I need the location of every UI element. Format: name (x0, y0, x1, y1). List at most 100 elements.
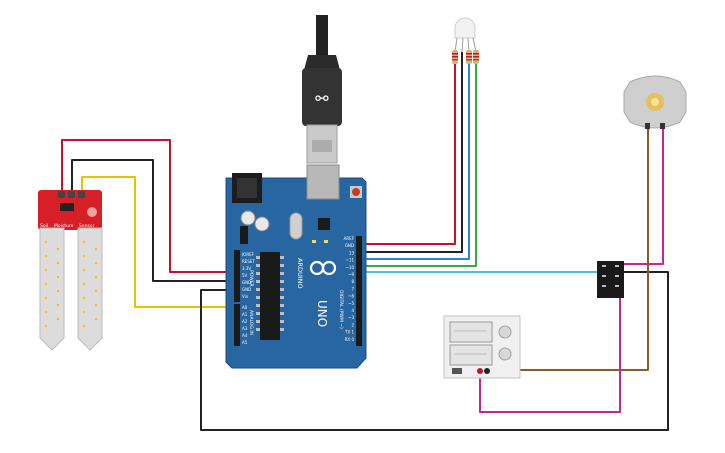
analog-pin-label: A3 (242, 326, 248, 331)
arduino-chip-pins (256, 256, 284, 331)
arduino-logo-icon (309, 260, 337, 276)
arduino-regulator (240, 226, 248, 244)
digital-pin-label: ~11 (346, 258, 355, 263)
power-pin-label: 3.3V (242, 266, 251, 271)
arduino-brand: ARDUINO (296, 258, 304, 289)
dc-motor[interactable] (623, 75, 687, 129)
rgb-led-dome (454, 17, 476, 39)
power-supply-terminal-pos[interactable] (477, 368, 483, 374)
dc-motor-terminal-1[interactable] (645, 123, 650, 129)
arduino-digital-header (356, 236, 362, 346)
dc-motor-shaft (651, 98, 659, 106)
arduino-small-chip (318, 218, 330, 230)
wires (61, 52, 669, 431)
power-pin-label: 5V (242, 273, 248, 278)
resistor-green[interactable] (466, 50, 472, 64)
arduino-power-labels: IOREF RESET 3.3V 5V GND GND Vin (242, 252, 255, 299)
wire-sensor-gnd[interactable] (71, 159, 236, 282)
power-supply-switch[interactable] (452, 368, 462, 374)
power-supply-knob-2[interactable] (498, 347, 512, 361)
usb-cable-strain (304, 55, 340, 70)
wire-led-blue[interactable] (362, 52, 470, 260)
rgb-led[interactable] (452, 17, 479, 64)
usb-plug-body (302, 68, 342, 126)
dc-motor-terminal-2[interactable] (660, 123, 665, 129)
sensor-pin-vcc[interactable] (58, 191, 65, 198)
wire-ground-loop[interactable] (200, 271, 669, 431)
digital-pin-label: ~10 (346, 265, 355, 270)
transistor-pins (602, 265, 619, 287)
usb-cable[interactable]: ⚯ (302, 15, 342, 164)
analog-pin-label: A4 (242, 333, 248, 338)
arduino-led-l (324, 240, 328, 243)
power-supply-display-1 (449, 321, 493, 343)
arduino-crystal (289, 212, 303, 240)
sensor-logo-icon (87, 207, 97, 217)
digital-pin-label: ~6 (348, 294, 354, 299)
wire-sensor-signal[interactable] (81, 176, 236, 308)
digital-pin-label: 4 (351, 308, 354, 313)
power-pin-label: Vin (242, 294, 249, 299)
transistor-body (597, 261, 624, 298)
sensor-pin-gnd[interactable] (68, 191, 75, 198)
wire-supply-pink[interactable] (479, 296, 621, 413)
power-pin-label: IOREF (242, 252, 255, 257)
transistor[interactable] (597, 261, 624, 298)
digital-pin-label: 13 (349, 250, 355, 255)
arduino-usb-port (306, 164, 340, 200)
arduino-capacitor-2 (254, 216, 270, 232)
sensor-prong-left (39, 227, 65, 351)
arduino-power-header (234, 250, 240, 302)
soil-moisture-sensor[interactable]: Soil Moisture Sensor (38, 190, 103, 351)
digital-pin-label: ~3 (348, 315, 354, 320)
power-supply-terminal-neg[interactable] (484, 368, 490, 374)
power-pin-label: GND (242, 287, 251, 292)
usb-cable-cord (316, 15, 328, 55)
resistor-red[interactable] (452, 50, 458, 64)
digital-pin-label: 8 (351, 279, 354, 284)
digital-pin-label: RX 0 (345, 337, 355, 342)
arduino-power-jack-inner (237, 178, 257, 198)
digital-pin-label: TX 1 (344, 330, 354, 335)
resistor-blue[interactable] (473, 50, 479, 64)
arduino-analog-section-label: ANALOG IN (248, 310, 254, 335)
arduino-analog-header (234, 304, 240, 346)
sensor-prong-dots (44, 240, 98, 328)
analog-pin-label: A5 (242, 340, 248, 345)
sensor-chip (60, 203, 74, 211)
power-pin-label: RESET (242, 259, 255, 264)
arduino-capacitor-1 (240, 210, 256, 226)
power-supply[interactable] (443, 315, 521, 379)
arduino-atmega-chip (260, 252, 280, 340)
digital-pin-label: 7 (351, 286, 354, 291)
power-supply-display-2 (449, 344, 493, 366)
analog-pin-label: A0 (242, 305, 248, 310)
sensor-label-sensor: Sensor (79, 223, 95, 229)
wire-sensor-vcc[interactable] (61, 139, 236, 273)
wire-motor-pink[interactable] (624, 128, 664, 265)
arduino-led-tx (312, 240, 316, 243)
sensor-pin-sig[interactable] (78, 191, 85, 198)
digital-pin-label: AREF (344, 236, 355, 241)
wire-led-black[interactable] (362, 52, 463, 253)
digital-pin-label: ~9 (348, 272, 354, 277)
sensor-prong-right (77, 227, 103, 351)
sensor-label-soil: Soil (40, 223, 48, 229)
arduino-uno[interactable]: ARDUINO UNO IOREF RESET 3.3V 5V GND GND Vin A0… (225, 164, 367, 369)
analog-pin-label: A1 (242, 312, 248, 317)
arduino-digital-section-label: DIGITAL (PWM ~) (338, 290, 344, 329)
wire-led-red[interactable] (362, 52, 456, 245)
usb-plug-metal-inner (312, 140, 332, 152)
usb-icon: ⚯ (315, 89, 329, 108)
arduino-model: UNO (315, 300, 329, 327)
power-supply-knob-1[interactable] (498, 325, 512, 339)
power-pin-label: GND (242, 280, 251, 285)
arduino-reset-button[interactable] (352, 188, 360, 196)
rgb-led-legs (454, 37, 477, 53)
arduino-power-section-label: POWER (248, 270, 254, 287)
wire-led-green[interactable] (362, 52, 477, 267)
sensor-label-moisture: Moisture (54, 223, 74, 229)
